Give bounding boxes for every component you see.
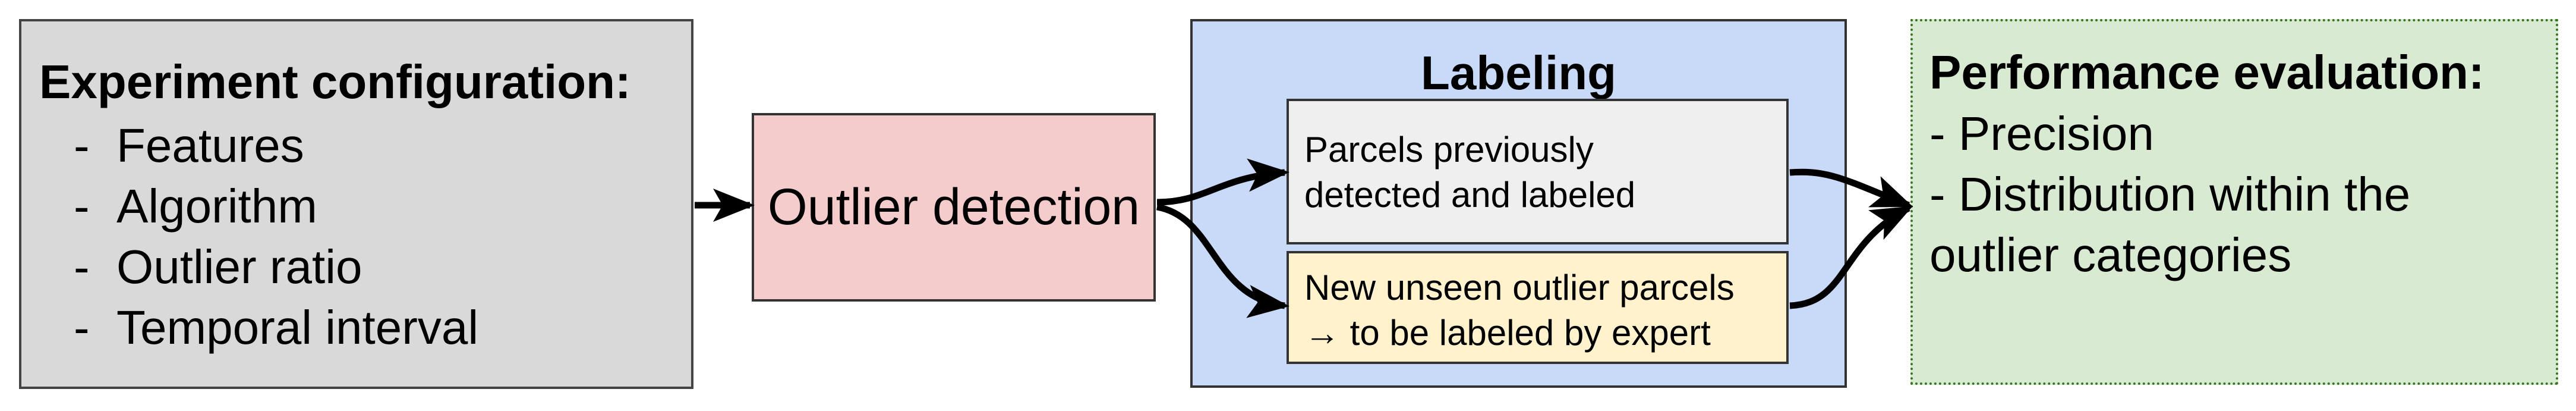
evaluation-line-categories: outlier categories — [1929, 228, 2292, 281]
evaluation-line-distribution: - Distribution within the — [1929, 168, 2411, 221]
new-parcels-line: New unseen outlier parcels — [1304, 268, 1735, 308]
config-item-temporal-interval: - Temporal interval — [39, 297, 691, 358]
outlier-detection-label: Outlier detection — [767, 178, 1140, 236]
outlier-detection-box: Outlier detection — [752, 113, 1156, 302]
performance-evaluation-box: Performance evaluation: - Precision - Di… — [1910, 19, 2558, 385]
performance-evaluation-title: Performance evaluation: — [1929, 46, 2484, 99]
labeling-title: Labeling — [1421, 46, 1616, 99]
evaluation-line-precision: - Precision — [1929, 107, 2154, 160]
experiment-configuration-box: Experiment configuration: - Features - A… — [19, 19, 693, 389]
config-item-outlier-ratio: - Outlier ratio — [39, 237, 691, 297]
config-item-dash: - — [74, 301, 90, 354]
config-item-label: Temporal interval — [116, 301, 479, 354]
previous-parcels-box: Parcels previously detected and labeled — [1287, 99, 1789, 244]
config-item-label: Outlier ratio — [116, 240, 362, 293]
previous-parcels-line: Parcels previously — [1304, 130, 1594, 170]
config-item-dash: - — [74, 180, 90, 233]
config-item-label: Features — [116, 119, 304, 172]
previous-parcels-line: detected and labeled — [1304, 175, 1636, 215]
config-item-features: - Features — [39, 115, 691, 176]
config-item-dash: - — [74, 119, 90, 172]
new-parcels-line: → to be labeled by expert — [1304, 313, 1711, 353]
new-parcels-box: New unseen outlier parcels → to be label… — [1287, 251, 1789, 364]
experiment-configuration-title: Experiment configuration: — [39, 55, 631, 108]
config-item-dash: - — [74, 240, 90, 293]
config-item-label: Algorithm — [116, 180, 317, 233]
config-item-algorithm: - Algorithm — [39, 176, 691, 237]
